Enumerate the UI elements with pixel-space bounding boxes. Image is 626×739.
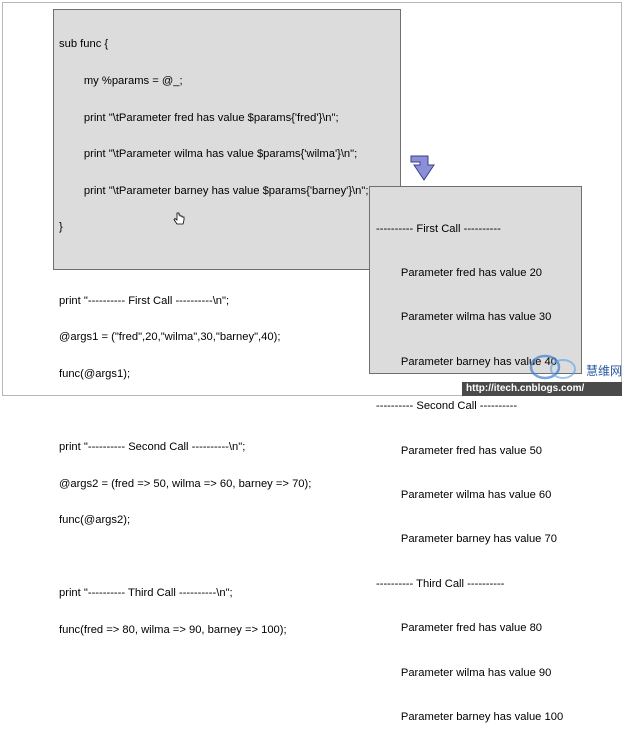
code-line: sub func { (59, 38, 109, 51)
code-line: print "---------- First Call ----------\… (59, 294, 230, 307)
code-line (59, 551, 395, 563)
code-line (59, 258, 395, 270)
code-line: @args2 = (fred => 50, wilma => 60, barne… (59, 477, 312, 490)
code-line: print "\tParameter barney has value $par… (59, 184, 369, 197)
output-line: ---------- Third Call ---------- (376, 577, 505, 590)
output-line: ---------- Second Call ---------- (376, 400, 518, 413)
code-line (59, 404, 395, 416)
hand-cursor-icon (173, 212, 185, 226)
code-line: print "\tParameter fred has value $param… (59, 111, 339, 124)
code-line: print "---------- Second Call ----------… (59, 440, 246, 453)
watermark-url: http://itech.cnblogs.com/ (462, 382, 622, 396)
output-line: Parameter barney has value 100 (376, 710, 564, 723)
output-line: Parameter fred has value 80 (376, 622, 543, 635)
output-line: Parameter fred has value 20 (376, 266, 543, 279)
output-line: Parameter wilma has value 60 (376, 488, 552, 501)
output-line: Parameter barney has value 70 (376, 533, 557, 546)
down-right-arrow-icon (410, 154, 446, 182)
output-line: Parameter fred has value 50 (376, 444, 543, 457)
code-line: func(@args2); (59, 514, 131, 527)
output-line: ---------- First Call ---------- (376, 222, 501, 235)
code-line: func(@args1); (59, 367, 131, 380)
code-panel: sub func { my %params = @_; print "\tPar… (53, 9, 401, 636)
watermark-logo-icon (525, 354, 615, 380)
output-line: Parameter wilma has value 90 (376, 666, 552, 679)
code-line: @args1 = ("fred",20,"wilma",30,"barney",… (59, 331, 281, 344)
output-panel: ---------- First Call ---------- Paramet… (369, 186, 582, 723)
watermark-brand: 慧维网 (586, 364, 623, 378)
code-line: func(fred => 80, wilma => 90, barney => … (59, 623, 287, 636)
code-line: my %params = @_; (59, 75, 183, 87)
code-line: print "---------- Third Call ----------\… (59, 587, 233, 600)
code-line: } (59, 221, 63, 234)
output-line: Parameter wilma has value 30 (376, 311, 552, 324)
code-line: print "\tParameter wilma has value $para… (59, 148, 358, 161)
